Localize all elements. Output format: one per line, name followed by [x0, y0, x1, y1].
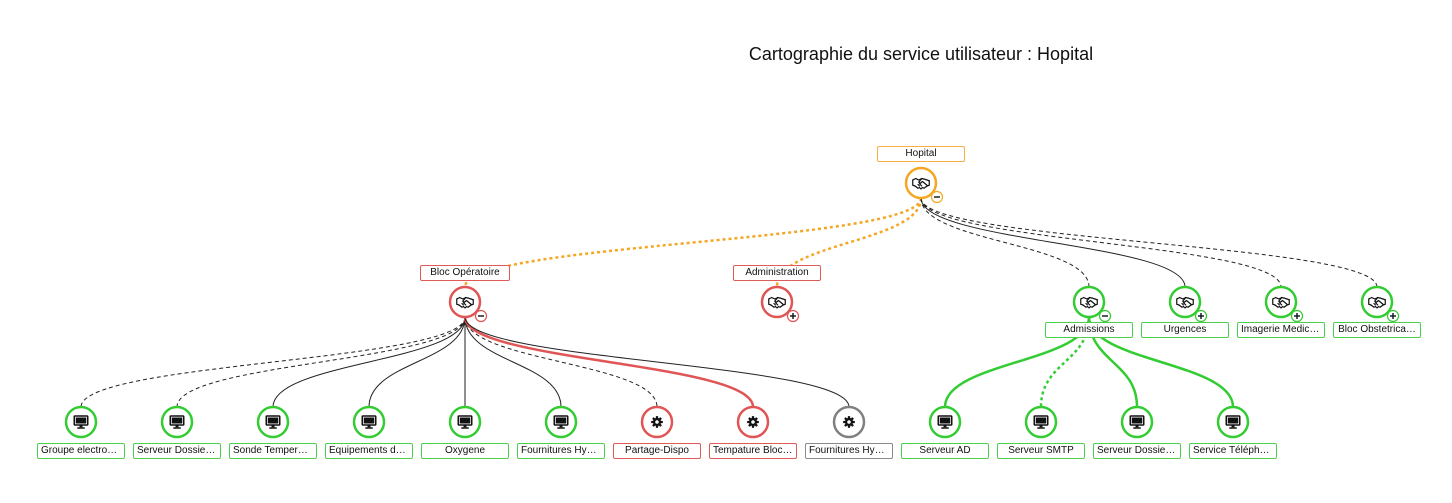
link-bloc-fournitures1	[464, 316, 562, 408]
node-temperature[interactable]	[736, 405, 770, 439]
node-admissions[interactable]	[1072, 285, 1112, 323]
node-label-admissions[interactable]: Admissions	[1045, 322, 1133, 338]
expand-toggle-icon[interactable]	[1194, 309, 1208, 323]
gear-icon	[747, 416, 759, 428]
node-hopital[interactable]	[904, 166, 944, 204]
node-serveur_ad[interactable]	[928, 405, 962, 439]
node-equipements[interactable]	[352, 405, 386, 439]
link-bloc-sonde	[272, 316, 466, 408]
node-service_telepho[interactable]	[1216, 405, 1250, 439]
node-bloc[interactable]	[448, 285, 488, 323]
link-hopital-bloc	[463, 197, 923, 288]
node-label-partage[interactable]: Partage-Dispo	[613, 443, 701, 459]
node-label-bloc[interactable]: Bloc Opératoire	[420, 265, 510, 281]
collapse-toggle-icon[interactable]	[930, 190, 944, 204]
node-label-fournitures1[interactable]: Fournitures Hyg…	[517, 443, 605, 459]
node-label-groupe[interactable]: Groupe electrog…	[37, 443, 125, 459]
link-hopital-obstetrique	[920, 197, 1378, 288]
link-bloc-serveur_dossier1	[176, 316, 466, 408]
node-label-urgences[interactable]: Urgences	[1141, 322, 1229, 338]
node-label-serveur_dossier1[interactable]: Serveur Dossier…	[133, 443, 221, 459]
node-label-obstetrique[interactable]: Bloc Obstetrica…	[1333, 322, 1421, 338]
gear-icon	[651, 416, 663, 428]
node-label-admin[interactable]: Administration	[733, 265, 821, 281]
node-fournitures2[interactable]	[832, 405, 866, 439]
node-label-temperature[interactable]: Tempature Bloc …	[709, 443, 797, 459]
link-hopital-urgences	[920, 197, 1186, 288]
node-label-sonde[interactable]: Sonde Temperatu…	[229, 443, 317, 459]
node-label-service_telepho[interactable]: Service Télépho…	[1189, 443, 1277, 459]
node-imagerie[interactable]	[1264, 285, 1304, 323]
node-label-equipements[interactable]: Equipements de …	[325, 443, 413, 459]
node-label-imagerie[interactable]: Imagerie Medica…	[1237, 322, 1325, 338]
link-hopital-imagerie	[920, 197, 1282, 288]
node-label-serveur_smtp[interactable]: Serveur SMTP	[997, 443, 1085, 459]
node-admin[interactable]	[760, 285, 800, 323]
expand-toggle-icon[interactable]	[1290, 309, 1304, 323]
node-partage[interactable]	[640, 405, 674, 439]
expand-toggle-icon[interactable]	[1386, 309, 1400, 323]
link-hopital-admissions	[920, 197, 1090, 288]
link-bloc-temperature	[463, 316, 755, 408]
link-bloc-equipements	[368, 316, 466, 408]
node-fournitures1[interactable]	[544, 405, 578, 439]
node-label-serveur_ad[interactable]: Serveur AD	[901, 443, 989, 459]
node-serveur_smtp[interactable]	[1024, 405, 1058, 439]
diagram-title: Cartographie du service utilisateur : Ho…	[748, 44, 1094, 64]
collapse-toggle-icon[interactable]	[474, 309, 488, 323]
node-obstetrique[interactable]	[1360, 285, 1400, 323]
expand-toggle-icon[interactable]	[786, 309, 800, 323]
node-groupe[interactable]	[64, 405, 98, 439]
node-label-hopital[interactable]: Hopital	[877, 146, 965, 162]
node-label-oxygene[interactable]: Oxygene	[421, 443, 509, 459]
link-bloc-groupe	[80, 316, 466, 408]
node-sonde[interactable]	[256, 405, 290, 439]
link-bloc-fournitures2	[464, 316, 850, 408]
node-urgences[interactable]	[1168, 285, 1208, 323]
link-bloc-partage	[464, 316, 658, 408]
collapse-toggle-icon[interactable]	[1098, 309, 1112, 323]
gear-icon	[843, 416, 855, 428]
node-label-fournitures2[interactable]: Fournitures Hyg…	[805, 443, 893, 459]
node-serveur_dossier1[interactable]	[160, 405, 194, 439]
node-oxygene[interactable]	[448, 405, 482, 439]
node-label-serveur_dossier2[interactable]: Serveur Dossier…	[1093, 443, 1181, 459]
node-serveur_dossier2[interactable]	[1120, 405, 1154, 439]
